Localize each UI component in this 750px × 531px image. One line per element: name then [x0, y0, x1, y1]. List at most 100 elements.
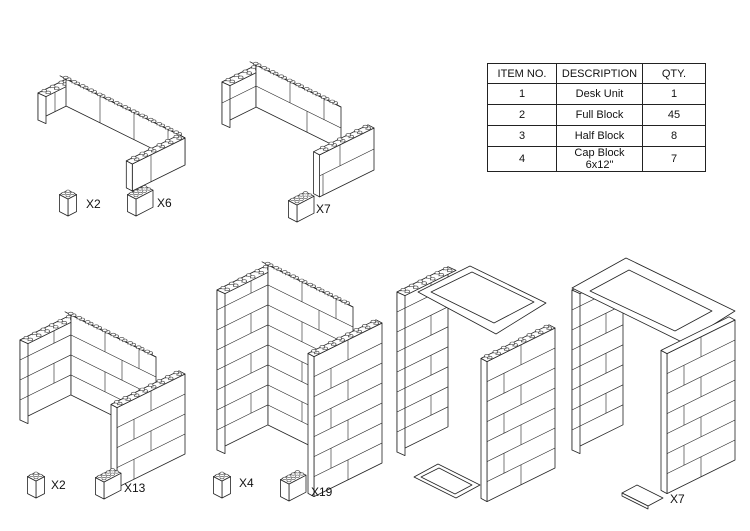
stud	[131, 155, 137, 160]
stud	[329, 99, 335, 103]
stud	[219, 476, 225, 480]
course-line	[19, 334, 72, 361]
bom-cell-description: Full Block	[556, 104, 643, 126]
stud	[492, 350, 498, 354]
stud	[61, 321, 67, 325]
stud	[250, 275, 256, 279]
stud	[32, 331, 38, 336]
stud	[303, 191, 308, 195]
stud	[58, 80, 64, 84]
stud	[165, 126, 171, 130]
stud	[63, 75, 69, 80]
step-4-assembly	[216, 261, 383, 498]
stud	[307, 193, 313, 197]
wall-end-face	[19, 339, 29, 425]
stud	[114, 400, 120, 404]
stud	[105, 470, 111, 474]
stud	[270, 70, 276, 74]
wall-end-face	[396, 291, 406, 457]
stud	[282, 476, 288, 480]
stud	[41, 88, 47, 93]
bom-cell-description: Cap Block 6x12"	[556, 146, 643, 172]
course-line	[116, 393, 186, 428]
course-line	[313, 342, 383, 377]
bom-row: 2 Full Block 45	[487, 104, 706, 126]
stud	[33, 476, 39, 480]
course-line	[571, 384, 624, 411]
course-line	[19, 354, 72, 381]
stud	[535, 329, 541, 333]
stud	[23, 336, 29, 340]
stud	[80, 84, 86, 88]
stud	[286, 479, 292, 483]
course-line	[666, 379, 736, 414]
stud	[434, 271, 440, 275]
bom-cell-qty: 8	[642, 125, 706, 147]
stud	[173, 134, 179, 139]
course-line	[666, 419, 736, 454]
stud	[165, 139, 171, 143]
stud	[299, 278, 305, 282]
bom-header-description: DESCRIPTION	[556, 63, 643, 84]
step-5-assembly	[396, 265, 556, 503]
stud	[61, 191, 67, 195]
course-line	[396, 386, 449, 413]
course-line	[221, 85, 257, 104]
wall-end-face	[313, 151, 321, 198]
course-line	[396, 366, 449, 393]
bom-cell-description: Half Block	[556, 125, 643, 147]
course-line	[255, 85, 342, 129]
course-line	[267, 284, 354, 328]
stud	[438, 273, 444, 277]
course-line	[396, 346, 449, 373]
stud	[110, 332, 116, 337]
stud	[345, 332, 351, 336]
stud	[97, 92, 103, 96]
stud	[324, 291, 330, 295]
stud	[354, 129, 360, 133]
stud	[101, 477, 107, 481]
stud	[290, 274, 296, 278]
stud	[156, 122, 162, 126]
wall-top	[660, 316, 736, 355]
stud	[173, 130, 179, 134]
stud	[370, 319, 376, 324]
stud	[36, 333, 42, 337]
stud	[337, 137, 343, 141]
stud	[144, 349, 150, 353]
stud	[142, 185, 147, 189]
stud	[101, 472, 107, 476]
stud	[273, 266, 279, 270]
stud	[509, 341, 515, 345]
course-line	[216, 284, 269, 311]
wall-end-face	[307, 352, 315, 498]
stud	[298, 193, 304, 197]
desk-top-inset	[430, 271, 535, 324]
course-line	[313, 382, 383, 417]
stud	[127, 341, 133, 345]
stud	[146, 187, 152, 191]
stud	[362, 324, 368, 328]
stud	[142, 189, 147, 193]
stud	[37, 473, 43, 477]
stud	[321, 95, 327, 99]
stud	[148, 117, 154, 122]
stud	[54, 86, 60, 90]
stud	[484, 354, 490, 358]
stud	[258, 271, 264, 275]
stud	[237, 277, 243, 281]
stud	[312, 91, 318, 95]
bom-cell-qty: 45	[642, 104, 706, 126]
stud	[53, 325, 59, 329]
stud	[246, 273, 252, 277]
bom-header-item-no: ITEM NO.	[487, 63, 557, 84]
course-line	[319, 148, 375, 177]
stud	[66, 315, 72, 319]
bom-cell-qty: 1	[642, 83, 706, 105]
stud	[333, 295, 339, 299]
stud	[173, 370, 179, 375]
stud	[304, 87, 310, 91]
desk-unit-callout-inset	[420, 467, 473, 495]
stud	[316, 287, 322, 291]
stud	[129, 191, 135, 195]
